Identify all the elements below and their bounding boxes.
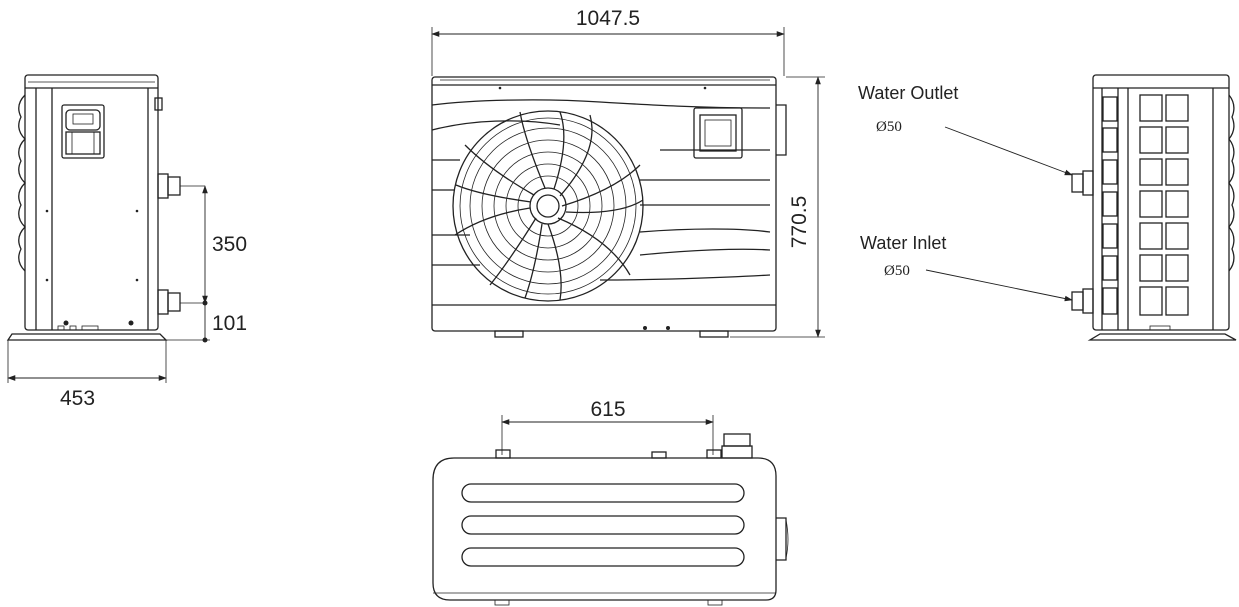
water-inlet-label: Water Inlet — [860, 233, 946, 253]
grille-left-column — [1102, 96, 1118, 315]
top-view — [432, 415, 789, 606]
pipe-base-label: 101 — [212, 312, 247, 335]
water-outlet-label: Water Outlet — [858, 83, 958, 103]
pipe-spacing-label: 350 — [212, 233, 247, 256]
water-inlet-size: Ø50 — [884, 263, 910, 279]
outlet-fitting-icon — [157, 173, 205, 199]
controller-icon — [693, 107, 743, 159]
front-view — [431, 27, 825, 338]
water-outlet-size: Ø50 — [876, 119, 902, 135]
depth-label: 453 — [60, 387, 95, 410]
left-side-view — [6, 74, 210, 383]
foot-spacing-label: 615 — [590, 398, 625, 421]
top-fitting-icon — [721, 433, 753, 459]
inlet-fitting-icon — [157, 289, 205, 315]
height-label: 770.5 — [788, 196, 811, 249]
grille-grid — [1139, 94, 1189, 316]
control-panel-icon — [61, 104, 105, 159]
width-label: 1047.5 — [576, 7, 640, 30]
right-side-view — [925, 74, 1237, 341]
fan-icon — [452, 110, 644, 302]
